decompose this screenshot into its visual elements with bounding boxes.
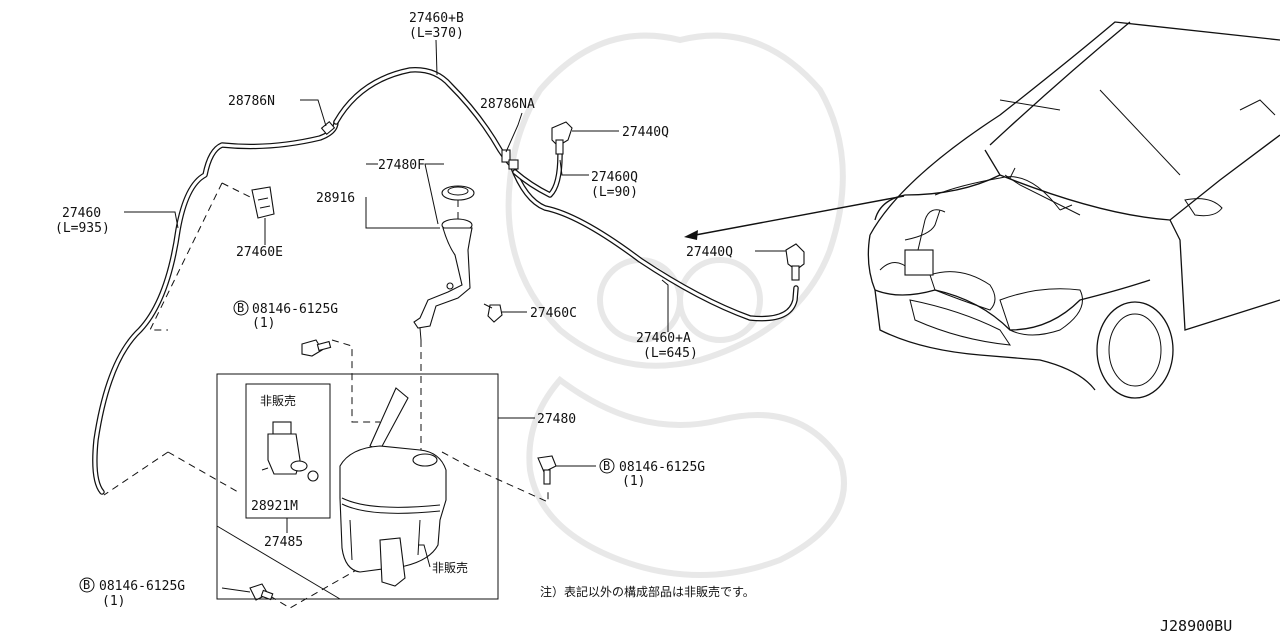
label-nozzle-27440q-right: 27440Q [686, 245, 733, 260]
assembly-dashed-lines [103, 182, 549, 609]
clip-28786na-icon [501, 149, 511, 163]
label-tank-27480: 27480 [537, 412, 576, 427]
note-not-sold: 注）表記以外の構成部品は非販売です。 [540, 584, 755, 599]
bolt-marker-right: B [603, 459, 610, 473]
label-nozzle-27440q-top: 27440Q [622, 125, 669, 140]
clip-27460c-icon [483, 303, 503, 323]
label-hose-27460-a-length: (L=645) [643, 346, 698, 361]
grommet-28921m-icon [307, 470, 319, 482]
label-grommet-28921m: 28921M [251, 499, 298, 514]
washer-hoses [92, 67, 799, 495]
diagram-id: J28900BU [1160, 617, 1232, 635]
nozzle-27440q-right-icon [785, 243, 805, 281]
label-hose-27460q: 27460Q [591, 170, 638, 185]
label-hose-27460-length: (L=935) [55, 221, 110, 236]
bolt-08146-6125g-bottom-icon [249, 583, 274, 601]
label-bolt-top-qty: (1) [252, 316, 275, 331]
bolt-marker-bottom: B [83, 578, 90, 592]
cap-27480f-icon [441, 185, 475, 201]
label-not-sold-pump: 非販売 [260, 393, 296, 408]
label-hose-27460-a: 27460+A [636, 331, 691, 346]
bolt-marker-bottom-icon [79, 577, 95, 593]
label-clip-28786na: 28786NA [480, 97, 535, 112]
label-pump-27485: 27485 [264, 535, 303, 550]
hose-joint-icon [508, 159, 519, 170]
car-illustration [867, 21, 1280, 399]
washer-reservoir-icon [339, 387, 447, 587]
leader-lines [124, 39, 786, 600]
bolt-marker-top: B [237, 301, 244, 315]
label-bolt-bottom-qty: (1) [102, 594, 125, 609]
bolt-08146-6125g-top-icon [301, 339, 332, 357]
label-clip-27460c: 27460C [530, 306, 577, 321]
pump-subassembly-box [245, 383, 331, 519]
filler-neck-icon [413, 218, 473, 341]
label-clip-27460e: 27460E [236, 245, 283, 260]
label-hose-27460q-length: (L=90) [591, 185, 638, 200]
location-arrow [689, 195, 905, 237]
bolt-marker-top-icon [233, 300, 249, 316]
label-hose-27460: 27460 [62, 206, 101, 221]
label-bolt-top: 08146-6125G [252, 302, 338, 317]
bolt-08146-6125g-right-icon [537, 455, 557, 485]
washer-pump-icon [261, 421, 308, 475]
label-clip-28786n: 28786N [228, 94, 275, 109]
tank-assembly-box [216, 373, 499, 600]
label-hose-b: 27460+B [409, 11, 464, 26]
label-bolt-bottom: 08146-6125G [99, 579, 185, 594]
clip-27460e-icon [251, 186, 275, 219]
bolt-marker-right-icon [599, 458, 615, 474]
label-strainer-28916: 28916 [316, 191, 355, 206]
label-not-sold-tank: 非販売 [432, 560, 468, 575]
label-bolt-right: 08146-6125G [619, 460, 705, 475]
nozzle-27440q-top-icon [551, 121, 573, 155]
arrow-head-icon [684, 230, 698, 240]
label-cap-27480f: 27480F [378, 158, 425, 173]
label-hose-b-length: (L=370) [409, 26, 464, 41]
label-bolt-right-qty: (1) [622, 474, 645, 489]
